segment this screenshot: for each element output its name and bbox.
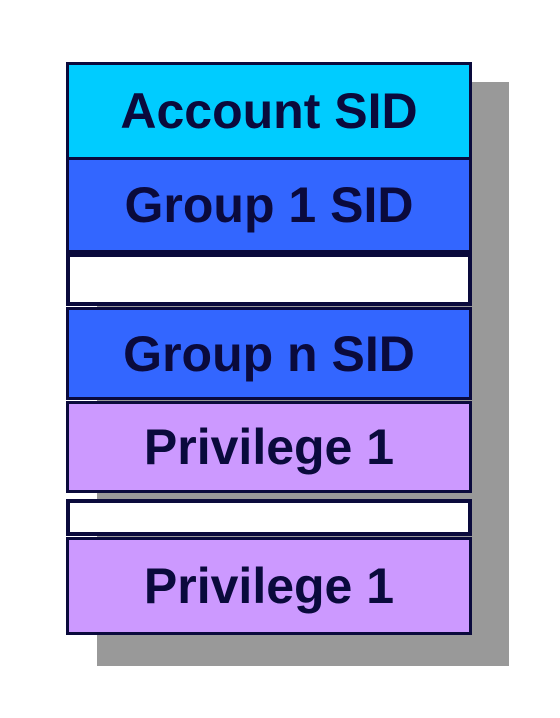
block-gap-privileges xyxy=(66,499,472,536)
block-gap-groups xyxy=(66,253,472,306)
block-privilege-1: Privilege 1 xyxy=(66,401,472,493)
block-group-n-sid: Group n SID xyxy=(66,307,472,400)
block-privilege-last: Privilege 1 xyxy=(66,537,472,635)
block-group-1-sid: Group 1 SID xyxy=(66,157,472,253)
block-account-sid: Account SID xyxy=(66,62,472,160)
